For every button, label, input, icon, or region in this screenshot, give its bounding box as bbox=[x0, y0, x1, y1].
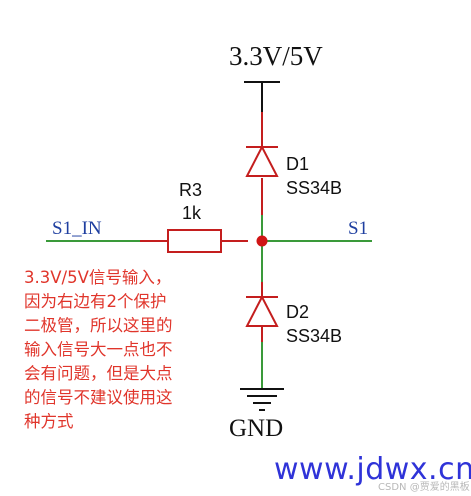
diode-d2 bbox=[245, 282, 279, 342]
diode-d2-ref: D2 bbox=[286, 302, 309, 322]
note-line: 因为右边有2个保护 bbox=[24, 292, 167, 311]
note-line: 种方式 bbox=[24, 412, 74, 431]
resistor-r3 bbox=[140, 229, 248, 253]
watermark-text: CSDN @贾爱的黑板 bbox=[378, 482, 470, 493]
annotation-note: 3.3V/5V信号输入， 因为右边有2个保护 二极管，所以这里的 输入信号大一点… bbox=[24, 266, 212, 434]
note-line: 的信号不建议使用这 bbox=[24, 388, 173, 407]
supply-label: 3.3V/5V bbox=[229, 41, 323, 71]
ground-symbol bbox=[240, 388, 284, 411]
input-net-label: S1_IN bbox=[52, 218, 102, 239]
website-url: www.jdwx.cn bbox=[274, 452, 471, 487]
resistor-ref: R3 bbox=[179, 180, 202, 200]
ground-label: GND bbox=[229, 415, 283, 442]
note-line: 会有问题，但是大点 bbox=[24, 364, 173, 383]
power-symbol bbox=[244, 81, 280, 112]
diode-d1-part: SS34B bbox=[286, 178, 342, 198]
junction-dot bbox=[256, 235, 268, 247]
resistor-value: 1k bbox=[182, 203, 202, 223]
note-line: 二极管，所以这里的 bbox=[24, 316, 173, 335]
output-net-label: S1 bbox=[348, 218, 368, 239]
note-line: 输入信号大一点也不 bbox=[24, 340, 173, 359]
diode-d1-ref: D1 bbox=[286, 154, 309, 174]
diode-d2-part: SS34B bbox=[286, 326, 342, 346]
note-line: 3.3V/5V信号输入， bbox=[24, 268, 172, 287]
diode-d1 bbox=[245, 112, 279, 215]
